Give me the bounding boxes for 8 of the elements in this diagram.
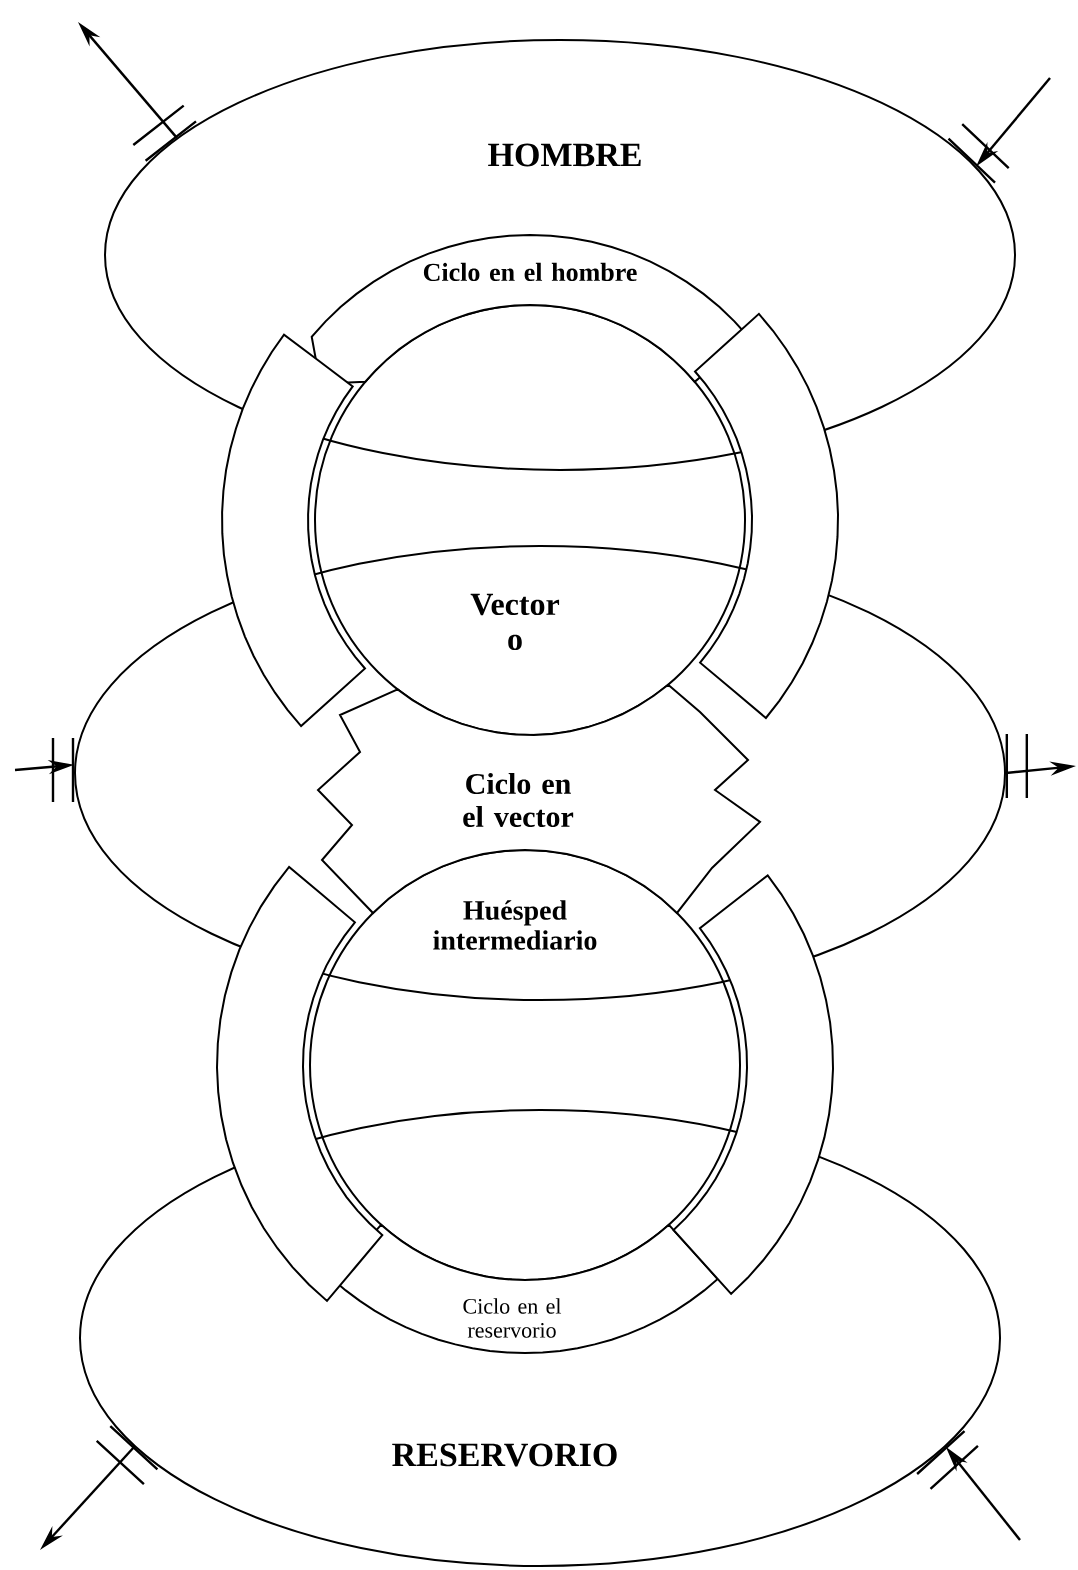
band-connector [672,873,834,1296]
region-label: Vector o [470,593,560,651]
region-label: HOMBRE [488,143,641,167]
region-label: RESERVORIO [392,1443,617,1467]
band-connector [221,333,367,728]
band-connector [216,865,384,1303]
band-connector [693,312,839,720]
cycle-band: Ciclo en el hombre [310,234,750,385]
